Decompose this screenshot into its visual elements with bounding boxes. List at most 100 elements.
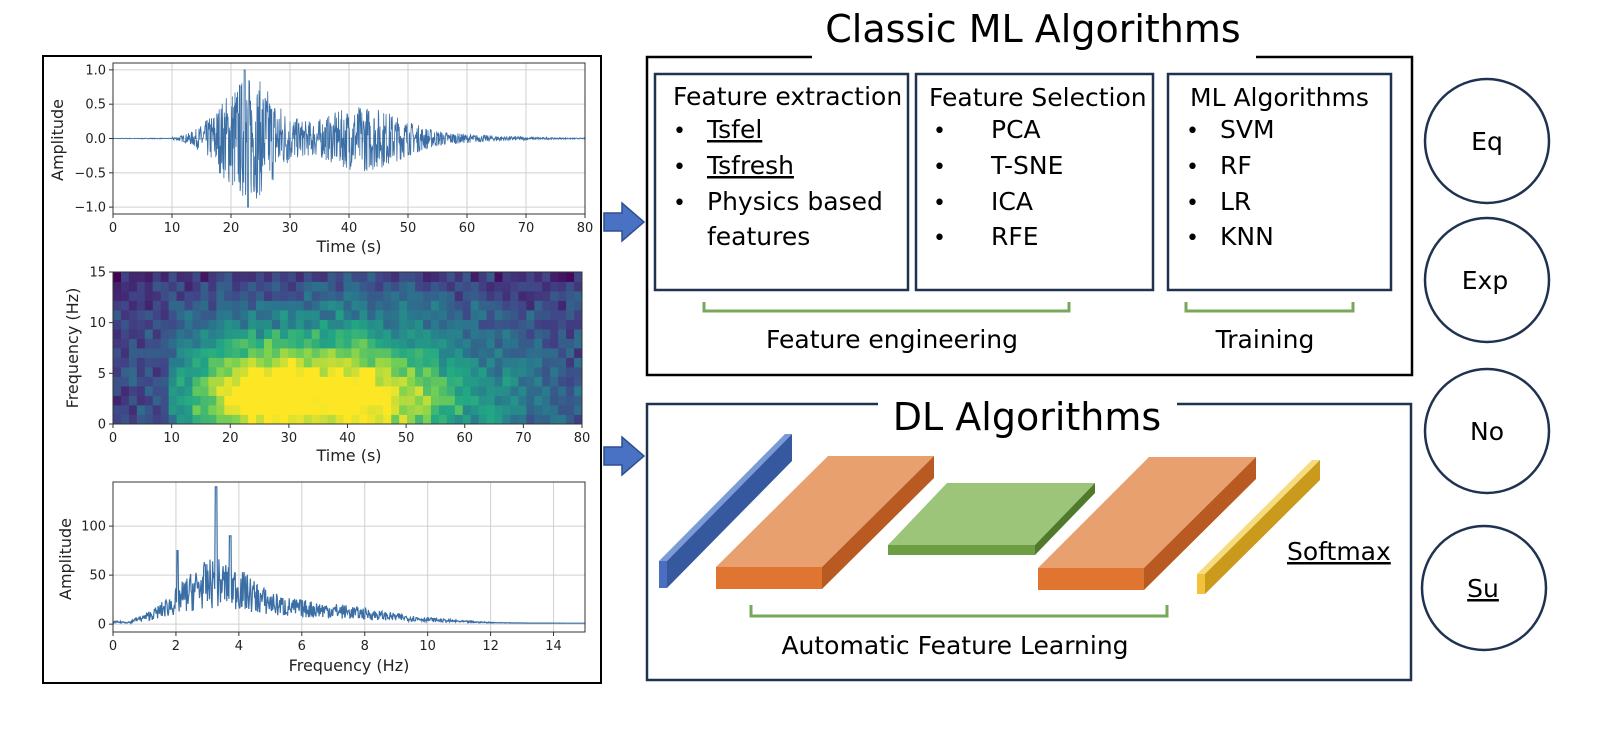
spectrogram-cell bbox=[303, 376, 313, 387]
spectrogram-cell bbox=[550, 386, 559, 396]
spectrogram-cell bbox=[423, 367, 432, 377]
spectrogram-cell bbox=[494, 338, 503, 349]
spectrogram-cell bbox=[375, 272, 384, 282]
spectrogram-cell bbox=[311, 405, 321, 415]
spectrogram-cell bbox=[295, 357, 305, 368]
spectrogram-cell bbox=[367, 310, 376, 320]
spectrogram-cell bbox=[351, 300, 360, 311]
spectrogram-cell bbox=[462, 319, 472, 330]
spectrogram-cell bbox=[208, 291, 217, 301]
spectrogram-cell bbox=[120, 338, 130, 349]
spectrogram-cell bbox=[526, 272, 535, 282]
training-label: Training bbox=[1215, 325, 1315, 354]
spectrogram-cell bbox=[216, 348, 225, 358]
spectrogram-cell bbox=[494, 376, 503, 387]
spectrogram-cell bbox=[510, 281, 519, 292]
spectrogram-cell bbox=[224, 329, 233, 339]
y-tick-label: 0 bbox=[98, 418, 106, 433]
spectrogram-cell bbox=[407, 291, 416, 301]
spectrogram-cell bbox=[232, 272, 241, 282]
spectrogram-cell bbox=[216, 414, 225, 425]
spectrogram-cell bbox=[351, 357, 360, 368]
spectrogram-cell bbox=[454, 300, 464, 311]
spectrogram-cell bbox=[438, 310, 448, 320]
spectrogram-cell bbox=[176, 310, 185, 320]
spectrogram-cell bbox=[454, 405, 464, 415]
spectrogram-cell bbox=[518, 405, 527, 415]
spectrogram-cell bbox=[160, 272, 170, 282]
spectrogram-cell bbox=[311, 310, 321, 320]
spectrogram-cell bbox=[240, 405, 249, 415]
spectrogram-cell bbox=[534, 367, 543, 377]
spectrogram-cell bbox=[391, 300, 400, 311]
spectrogram-cell bbox=[518, 414, 527, 425]
spectrogram-cell bbox=[383, 338, 392, 349]
spectrogram-cell bbox=[558, 386, 567, 396]
spectrogram-cell bbox=[240, 272, 249, 282]
spectrogram-cell bbox=[558, 291, 567, 301]
spectrogram-cell bbox=[208, 281, 217, 292]
spectrogram-cell bbox=[534, 348, 543, 358]
class-label-no: No bbox=[1470, 417, 1504, 446]
spectrogram-cell bbox=[256, 348, 265, 358]
x-tick-label: 10 bbox=[163, 431, 180, 446]
spectrogram-cell bbox=[423, 376, 432, 387]
spectrogram-cell bbox=[478, 310, 488, 320]
spectrogram-cell bbox=[113, 329, 122, 339]
spectrogram-cell bbox=[144, 376, 154, 387]
spectrogram-cell bbox=[343, 395, 352, 406]
spectrogram-cell bbox=[430, 319, 440, 330]
spectrogram-cell bbox=[558, 319, 567, 330]
spectrogram-cell bbox=[566, 338, 575, 349]
spectrogram-cell bbox=[518, 348, 527, 358]
spectrogram-cell bbox=[335, 300, 344, 311]
spectrogram-cell bbox=[152, 338, 162, 349]
spectrogram-cell bbox=[462, 414, 472, 425]
spectrogram-cell bbox=[168, 357, 177, 368]
x-tick-label: 30 bbox=[282, 221, 299, 236]
x-tick-label: 6 bbox=[298, 639, 306, 654]
x-tick-label: 80 bbox=[574, 431, 591, 446]
spectrogram-cell bbox=[256, 281, 265, 292]
spectrogram-cell bbox=[287, 357, 297, 368]
x-tick-label: 60 bbox=[456, 431, 473, 446]
spectrogram-cell bbox=[462, 329, 472, 339]
spectrogram-cell bbox=[303, 310, 313, 320]
spectrogram-cell bbox=[327, 291, 336, 301]
spectrogram-cell bbox=[200, 272, 209, 282]
spectrogram-cell bbox=[367, 357, 376, 368]
spectrogram-cell bbox=[494, 405, 503, 415]
spectrogram-cell bbox=[486, 405, 495, 415]
spectrogram-cell bbox=[224, 272, 233, 282]
spectrogram-cell bbox=[446, 338, 456, 349]
spectrogram-cell bbox=[184, 272, 193, 282]
spectrogram-cell bbox=[574, 386, 583, 396]
spectrogram-cell bbox=[335, 291, 344, 301]
spectrogram-cell bbox=[438, 281, 448, 292]
spectrogram-cell bbox=[391, 405, 400, 415]
spectrogram-cell bbox=[399, 348, 408, 358]
spectrogram-cell bbox=[574, 319, 583, 330]
spectrogram-cell bbox=[200, 405, 209, 415]
spectrogram-cell bbox=[271, 386, 281, 396]
spectrogram-cell bbox=[478, 386, 488, 396]
x-tick-label: 0 bbox=[109, 431, 117, 446]
spectrogram-cell bbox=[160, 348, 170, 358]
class-circle-eq bbox=[1423, 77, 1551, 205]
spectrogram-cell bbox=[375, 338, 384, 349]
spectrogram-cell bbox=[168, 300, 177, 311]
spectrogram-cell bbox=[359, 310, 368, 320]
spectrogram-cell bbox=[518, 376, 527, 387]
waveform-line bbox=[113, 69, 585, 208]
spectrogram-cell bbox=[335, 310, 344, 320]
spectrogram-cell bbox=[478, 329, 488, 339]
spectrogram-cell bbox=[383, 395, 392, 406]
spectrogram-cell bbox=[478, 281, 488, 292]
spectrogram-cell bbox=[136, 395, 146, 406]
spectrogram-cell bbox=[279, 414, 289, 425]
spectrogram-cell bbox=[367, 395, 376, 406]
spectrogram-ylabel: Frequency (Hz) bbox=[63, 288, 82, 409]
spectrogram-cell bbox=[248, 376, 257, 387]
spectrogram-cell bbox=[208, 376, 217, 387]
spectrogram-cell bbox=[287, 291, 297, 301]
